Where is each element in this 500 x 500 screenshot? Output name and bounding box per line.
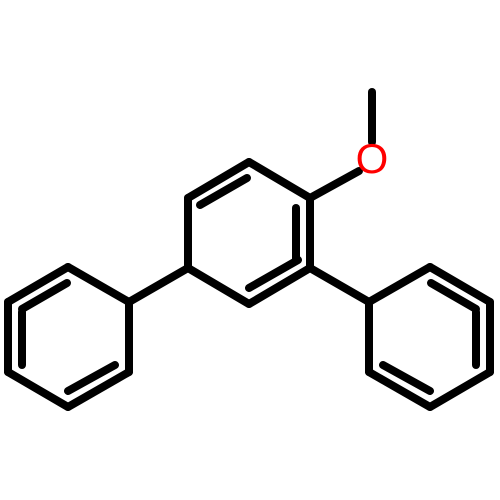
oxygen-ring-bond [306, 167, 363, 202]
right-ring-bond-4 [426, 368, 494, 411]
central-ring-bond-5 [245, 264, 314, 308]
right-ring-bond-1 [365, 263, 434, 306]
left-ring-double-bond-3 [64, 361, 119, 395]
left-phenyl-bond [125, 264, 192, 306]
oxygen-atom-label: O [356, 135, 389, 182]
central-ring-bond-1 [245, 158, 314, 202]
right-ring-double-bond-1 [427, 279, 480, 313]
left-ring-bond-1 [64, 263, 133, 306]
central-ring-double-bond-1 [196, 174, 251, 209]
left-ring-double-bond-1 [18, 279, 71, 313]
left-ring-bond-4 [4, 368, 72, 411]
left-ring-bond-2 [4, 263, 72, 306]
central-ring-bond-2 [184, 158, 253, 202]
central-ring-bond-4 [184, 264, 253, 308]
left-ring-bond-5 [64, 368, 133, 411]
right-ring-bond-5 [365, 368, 434, 411]
right-ring-bond-2 [426, 263, 494, 306]
right-ring-double-bond-3 [379, 361, 434, 395]
central-ring-double-bond-2 [245, 256, 302, 292]
right-phenyl-bond [306, 264, 373, 306]
